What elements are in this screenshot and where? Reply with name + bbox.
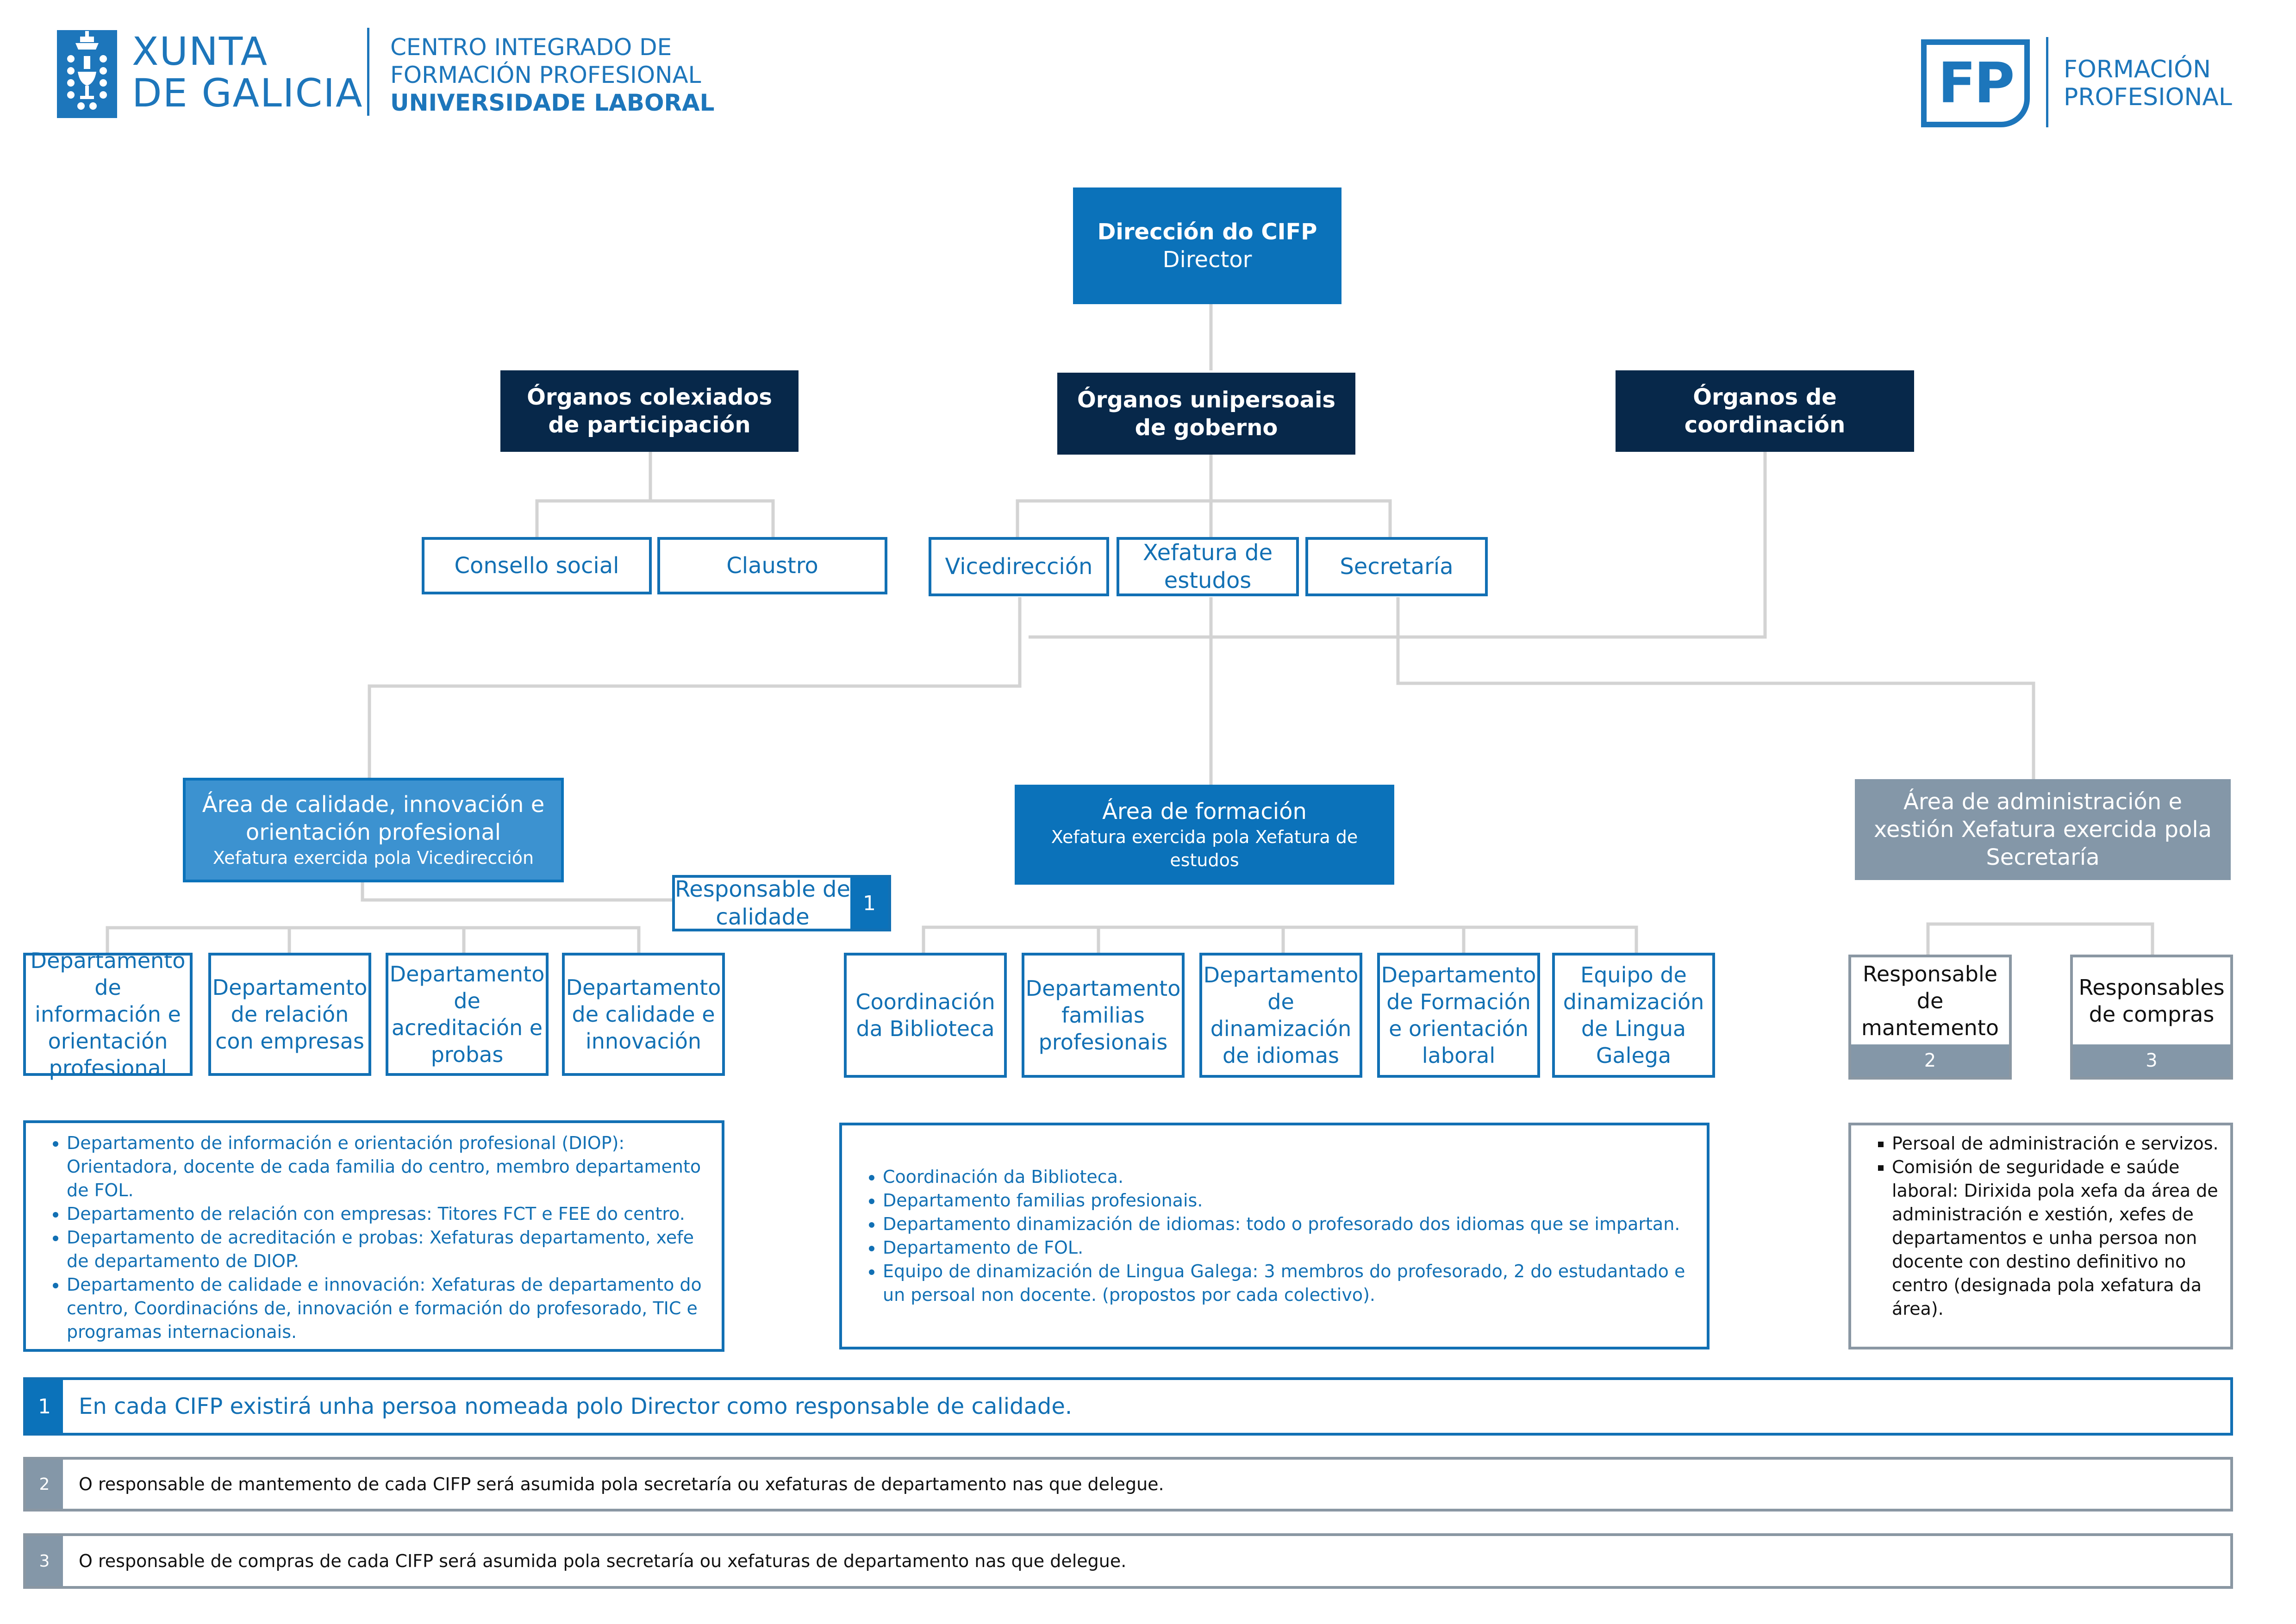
header-divider <box>367 28 369 116</box>
footer-note-1: 1 En cada CIFP existirá unha persoa nome… <box>23 1377 2233 1436</box>
calidade-note-item: Departamento de acreditación e probas: X… <box>67 1226 712 1273</box>
direccion-title: Dirección do CIFP <box>1097 219 1317 245</box>
direccion-box: Dirección do CIFP Director <box>1073 187 1341 304</box>
dept-acreditacion-probas-box: Departamento de acreditación e probas <box>386 953 549 1076</box>
responsable-mantemento-label: Responsable de mantemento <box>1861 962 1999 1040</box>
responsable-calidade-num: 1 <box>850 878 888 929</box>
dept-dinamizacion-idiomas-box: Departamento de dinamización de idiomas <box>1199 953 1362 1078</box>
responsable-mantemento-num: 2 <box>1851 1044 2009 1077</box>
responsables-compras-num: 3 <box>2073 1044 2230 1077</box>
dept-familias-profesionais-box: Departamento familias profesionais <box>1022 953 1185 1078</box>
administracion-notes: Persoal de administración e servizos. Co… <box>1848 1123 2233 1349</box>
xunta-coat-of-arms-icon <box>57 30 117 118</box>
secretaria-box: Secretaría <box>1305 537 1488 596</box>
xunta-line-2: DE GALICIA <box>132 70 363 116</box>
dept-fol-box: Departamento de Formación e orientación … <box>1377 953 1540 1078</box>
responsable-mantemento-box: Responsable de mantemento 2 <box>1848 955 2012 1080</box>
footer-note-2-num: 2 <box>26 1460 63 1509</box>
administracion-note-item: Persoal de administración e servizos. <box>1892 1132 2223 1156</box>
calidade-note-item: Departamento de calidade e innovación: X… <box>67 1273 712 1344</box>
area-calidade-box: Área de calidade, innovación e orientaci… <box>183 778 564 882</box>
area-formacion-subtitle: Xefatura exercida pola Xefatura de estud… <box>1051 827 1358 870</box>
footer-note-1-num: 1 <box>26 1380 63 1433</box>
area-administracion-box: Área de administración e xestión Xefatur… <box>1855 779 2231 880</box>
center-line-2: FORMACIÓN PROFESIONAL <box>390 62 701 88</box>
footer-note-3: 3 O responsable de compras de cada CIFP … <box>23 1533 2233 1589</box>
fp-line-1: FORMACIÓN <box>2064 56 2211 83</box>
area-calidade-subtitle: Xefatura exercida pola Vicedirección <box>212 848 534 868</box>
formacion-note-item: Departamento de FOL. <box>883 1236 1697 1260</box>
administracion-note-item: Comisión de seguridade e saúde laboral: … <box>1892 1156 2223 1321</box>
formacion-notes: Coordinación da Biblioteca. Departamento… <box>839 1123 1710 1349</box>
dept-informacion-orientacion-box: Departamento de información e orientació… <box>23 948 193 1081</box>
formacion-note-item: Departamento dinamización de idiomas: to… <box>883 1212 1697 1236</box>
footer-note-1-text: En cada CIFP existirá unha persoa nomead… <box>79 1393 1073 1419</box>
responsable-calidade-box: Responsable de calidade 1 <box>672 875 891 931</box>
responsable-calidade-label: Responsable de calidade <box>675 876 851 930</box>
vicedireccion-box: Vicedirección <box>929 537 1109 596</box>
organos-colexiados-box: Órganos colexiados de participación <box>500 370 799 452</box>
calidade-notes: Departamento de información e orientació… <box>23 1120 724 1352</box>
center-line-1: CENTRO INTEGRADO DE <box>390 34 672 61</box>
calidade-note-item: Departamento de información e orientació… <box>67 1131 712 1202</box>
formacion-note-item: Coordinación da Biblioteca. <box>883 1165 1697 1189</box>
coordinacion-biblioteca-box: Coordinación da Biblioteca <box>844 953 1007 1078</box>
footer-note-3-num: 3 <box>26 1536 63 1586</box>
fp-divider <box>2046 37 2048 127</box>
xefatura-estudos-box: Xefatura de estudos <box>1117 537 1299 596</box>
direccion-subtitle: Director <box>1162 247 1252 273</box>
formacion-note-item: Departamento familias profesionais. <box>883 1189 1697 1212</box>
calidade-note-item: Departamento de relación con empresas: T… <box>67 1202 712 1226</box>
area-formacion-title: Área de formación <box>1102 799 1307 824</box>
area-calidade-title: Área de calidade, innovación e orientaci… <box>202 792 545 845</box>
responsables-compras-label: Responsables de compras <box>2078 975 2225 1027</box>
footer-note-2-text: O responsable de mantemento de cada CIFP… <box>79 1474 1164 1494</box>
xunta-line-1: XUNTA <box>132 29 268 74</box>
formacion-note-item: Equipo de dinamización de Lingua Galega:… <box>883 1260 1697 1307</box>
claustro-box: Claustro <box>657 537 887 594</box>
equipo-lingua-galega-box: Equipo de dinamización de Lingua Galega <box>1552 953 1715 1078</box>
fp-logo-badge: FP <box>1921 39 2030 127</box>
footer-note-2: 2 O responsable de mantemento de cada CI… <box>23 1457 2233 1512</box>
area-formacion-box: Área de formación Xefatura exercida pola… <box>1015 785 1394 885</box>
footer-note-3-text: O responsable de compras de cada CIFP se… <box>79 1551 1127 1571</box>
center-line-3: UNIVERSIDADE LABORAL <box>390 89 715 116</box>
organos-coordinacion-box: Órganos de coordinación <box>1616 370 1914 452</box>
fp-line-2: PROFESIONAL <box>2064 83 2232 111</box>
responsables-compras-box: Responsables de compras 3 <box>2070 955 2233 1080</box>
organos-unipersoais-box: Órganos unipersoais de goberno <box>1057 373 1355 455</box>
dept-relacion-empresas-box: Departamento de relación con empresas <box>208 953 371 1076</box>
dept-calidade-innovacion-box: Departamento de calidade e innovación <box>562 953 725 1076</box>
consello-social-box: Consello social <box>422 537 652 594</box>
